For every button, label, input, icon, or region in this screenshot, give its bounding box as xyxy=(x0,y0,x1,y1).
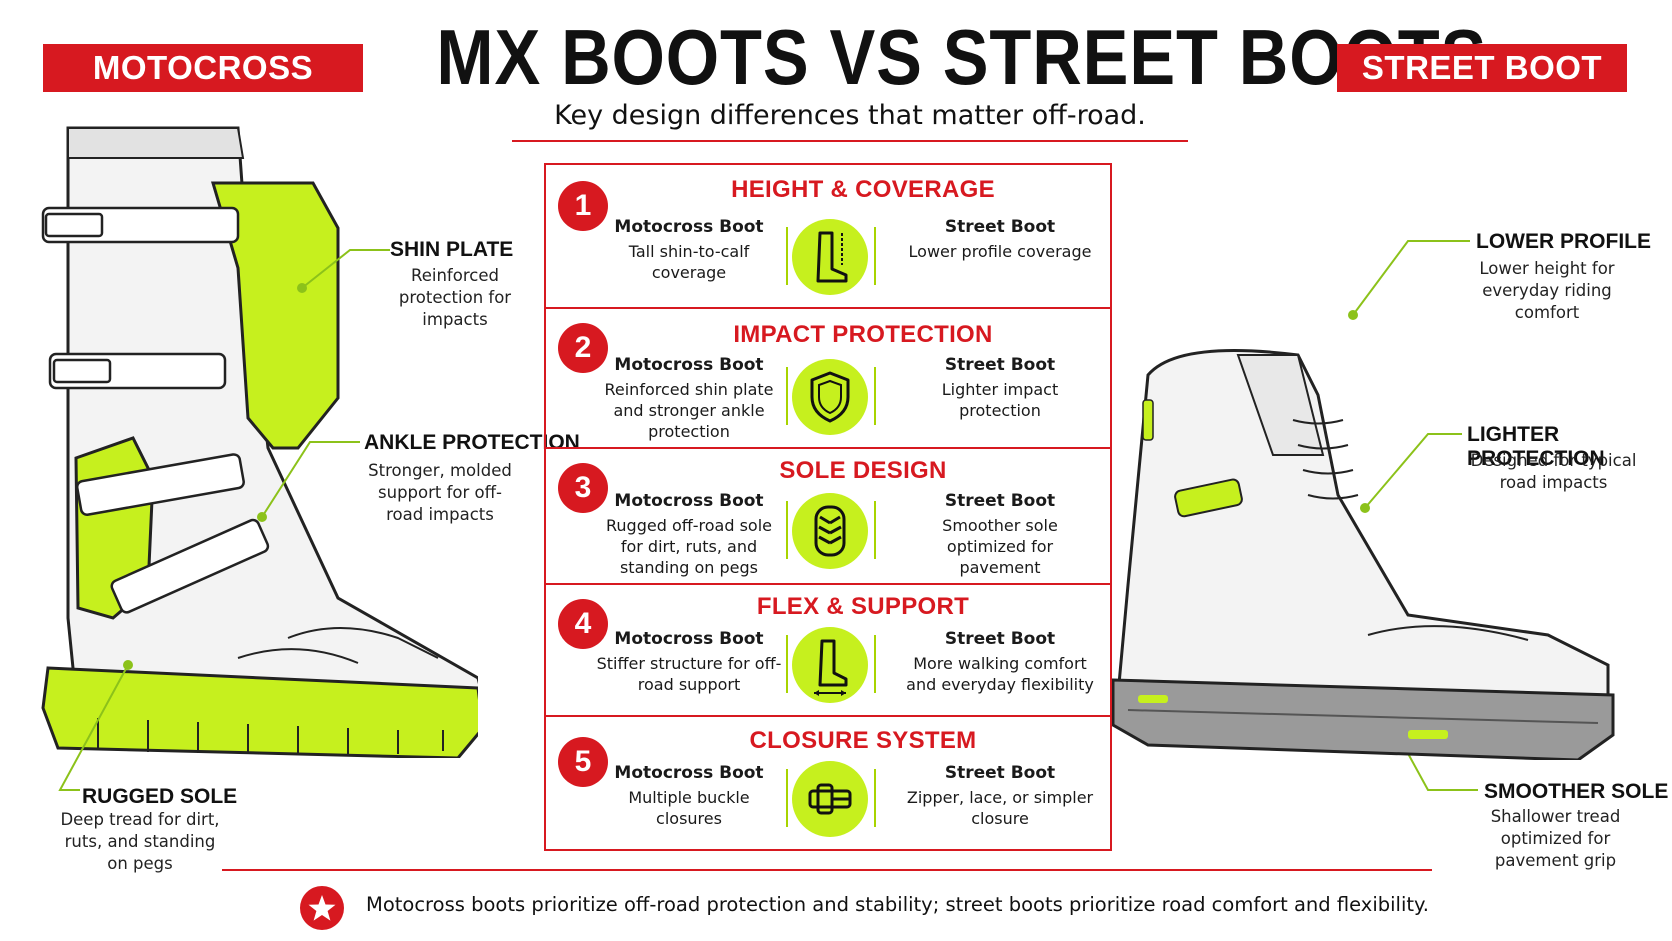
row-number-badge: 3 xyxy=(558,463,608,513)
row-title: SOLE DESIGN xyxy=(779,457,947,484)
row-number-badge: 4 xyxy=(558,599,608,649)
motocross-column-heading: Motocross Boot xyxy=(614,355,764,375)
row-title: FLEX & SUPPORT xyxy=(756,593,970,620)
row-number-badge: 1 xyxy=(558,181,608,231)
street-column: Street Boot Zipper, lace, or simpler clo… xyxy=(905,763,1095,829)
comparison-row-height-coverage: 1 HEIGHT & COVERAGE Motocross Boot Tall … xyxy=(546,165,1110,307)
callout-lower-profile-text: Lower height for everyday riding comfort xyxy=(1479,259,1615,322)
callout-lower-profile: LOWER PROFILE xyxy=(1476,230,1651,254)
callout-smoother-sole: SMOOTHER SOLE xyxy=(1484,780,1668,804)
callout-ankle-protection-title: ANKLE PROTECTION xyxy=(364,431,580,454)
street-column-text: More walking comfort and everyday flexib… xyxy=(906,654,1094,694)
street-column: Street Boot Lighter impact protection xyxy=(905,355,1095,421)
column-divider xyxy=(874,501,876,559)
comparison-row-flex-support: 4 FLEX & SUPPORT Motocross Boot Stiffer … xyxy=(546,583,1110,715)
footer-divider xyxy=(222,869,1432,871)
callout-ankle-protection-text: Stronger, molded support for off-road im… xyxy=(368,461,512,524)
street-column-heading: Street Boot xyxy=(944,355,1056,375)
summary-text: Motocross boots prioritize off-road prot… xyxy=(366,893,1429,916)
motocross-column: Motocross Boot Reinforced shin plate and… xyxy=(594,355,784,442)
callout-shin-plate: SHIN PLATE xyxy=(390,238,513,262)
street-column-heading: Street Boot xyxy=(944,629,1056,649)
motocross-boot-illustration xyxy=(41,126,478,758)
motocross-column-heading: Motocross Boot xyxy=(614,217,764,237)
page-subtitle: Key design differences that matter off-r… xyxy=(554,100,1146,131)
column-divider xyxy=(874,769,876,827)
street-boot-tag: STREET BOOT xyxy=(1337,44,1627,92)
motocross-column-heading: Motocross Boot xyxy=(614,763,764,783)
star-icon xyxy=(300,886,344,930)
street-column-heading: Street Boot xyxy=(944,763,1056,783)
street-column: Street Boot Smoother sole optimized for … xyxy=(905,491,1095,578)
callout-lighter-protection-title: LIGHTER PROTECTION xyxy=(1467,423,1605,470)
motocross-column-heading: Motocross Boot xyxy=(614,491,764,511)
motocross-column-heading: Motocross Boot xyxy=(614,629,764,649)
comparison-row-impact-protection: 2 IMPACT PROTECTION Motocross Boot Reinf… xyxy=(546,307,1110,447)
street-column: Street Boot More walking comfort and eve… xyxy=(905,629,1095,695)
callout-shin-plate-title: SHIN PLATE xyxy=(390,238,514,261)
row-title: IMPACT PROTECTION xyxy=(733,321,993,348)
motocross-column: Motocross Boot Tall shin-to-calf coverag… xyxy=(594,217,784,283)
motocross-column: Motocross Boot Multiple buckle closures xyxy=(594,763,784,829)
callout-ankle-protection: ANKLE PROTECTION xyxy=(364,431,580,455)
row-number-badge: 5 xyxy=(558,737,608,787)
boot-flex-icon xyxy=(792,627,868,703)
motocross-column-text: Tall shin-to-calf coverage xyxy=(628,242,750,282)
street-boot-illustration xyxy=(1111,349,1615,760)
motocross-column-text: Multiple buckle closures xyxy=(628,788,750,828)
street-column-text: Zipper, lace, or simpler closure xyxy=(906,788,1094,828)
column-divider xyxy=(786,367,788,425)
row-number-badge: 2 xyxy=(558,323,608,373)
tread-icon xyxy=(792,493,868,569)
street-column: Street Boot Lower profile coverage xyxy=(905,217,1095,262)
comparison-row-sole-design: 3 SOLE DESIGN Motocross Boot Rugged off-… xyxy=(546,447,1110,583)
street-column-text: Lower profile coverage xyxy=(908,242,1092,261)
motocross-column: Motocross Boot Stiffer structure for off… xyxy=(594,629,784,695)
callout-rugged-sole-title: RUGGED SOLE xyxy=(82,785,238,808)
motocross-column-text: Rugged off-road sole for dirt, ruts, and… xyxy=(606,516,772,577)
callout-smoother-sole-text: Shallower tread optimized for pavement g… xyxy=(1490,807,1621,870)
street-column-text: Smoother sole optimized for pavement xyxy=(942,516,1058,577)
street-column-text: Lighter impact protection xyxy=(941,380,1059,420)
column-divider xyxy=(874,635,876,693)
callout-shin-plate-text: Reinforced protection for impacts xyxy=(398,266,512,329)
motocross-column-text: Stiffer structure for off-road support xyxy=(596,654,782,694)
motocross-column-text: Reinforced shin plate and stronger ankle… xyxy=(604,380,774,441)
callout-rugged-sole: RUGGED SOLE xyxy=(82,785,237,809)
callout-lighter-protection-text: Designed for typical road impacts xyxy=(1470,451,1637,492)
column-divider xyxy=(874,227,876,285)
callout-rugged-sole-text: Deep tread for dirt, ruts, and standing … xyxy=(60,810,220,873)
column-divider xyxy=(874,367,876,425)
motocross-boot-tag: MOTOCROSS BOOT xyxy=(43,44,363,134)
buckle-icon xyxy=(792,761,868,837)
callout-smoother-sole-title: SMOOTHER SOLE xyxy=(1484,780,1669,803)
callout-lighter-protection: LIGHTER PROTECTION xyxy=(1467,423,1672,471)
street-column-heading: Street Boot xyxy=(944,217,1056,237)
shield-icon xyxy=(792,359,868,435)
subtitle-divider xyxy=(512,140,1188,142)
comparison-row-closure-system: 5 CLOSURE SYSTEM Motocross Boot Multiple… xyxy=(546,715,1110,849)
column-divider xyxy=(786,635,788,693)
motocross-column: Motocross Boot Rugged off-road sole for … xyxy=(594,491,784,578)
column-divider xyxy=(786,769,788,827)
column-divider xyxy=(786,501,788,559)
row-title: CLOSURE SYSTEM xyxy=(749,727,977,754)
boot-height-icon xyxy=(792,219,868,295)
row-title: HEIGHT & COVERAGE xyxy=(731,176,995,203)
street-column-heading: Street Boot xyxy=(944,491,1056,511)
comparison-table: 1 HEIGHT & COVERAGE Motocross Boot Tall … xyxy=(544,163,1112,851)
column-divider xyxy=(786,227,788,285)
callout-lower-profile-title: LOWER PROFILE xyxy=(1476,230,1651,253)
